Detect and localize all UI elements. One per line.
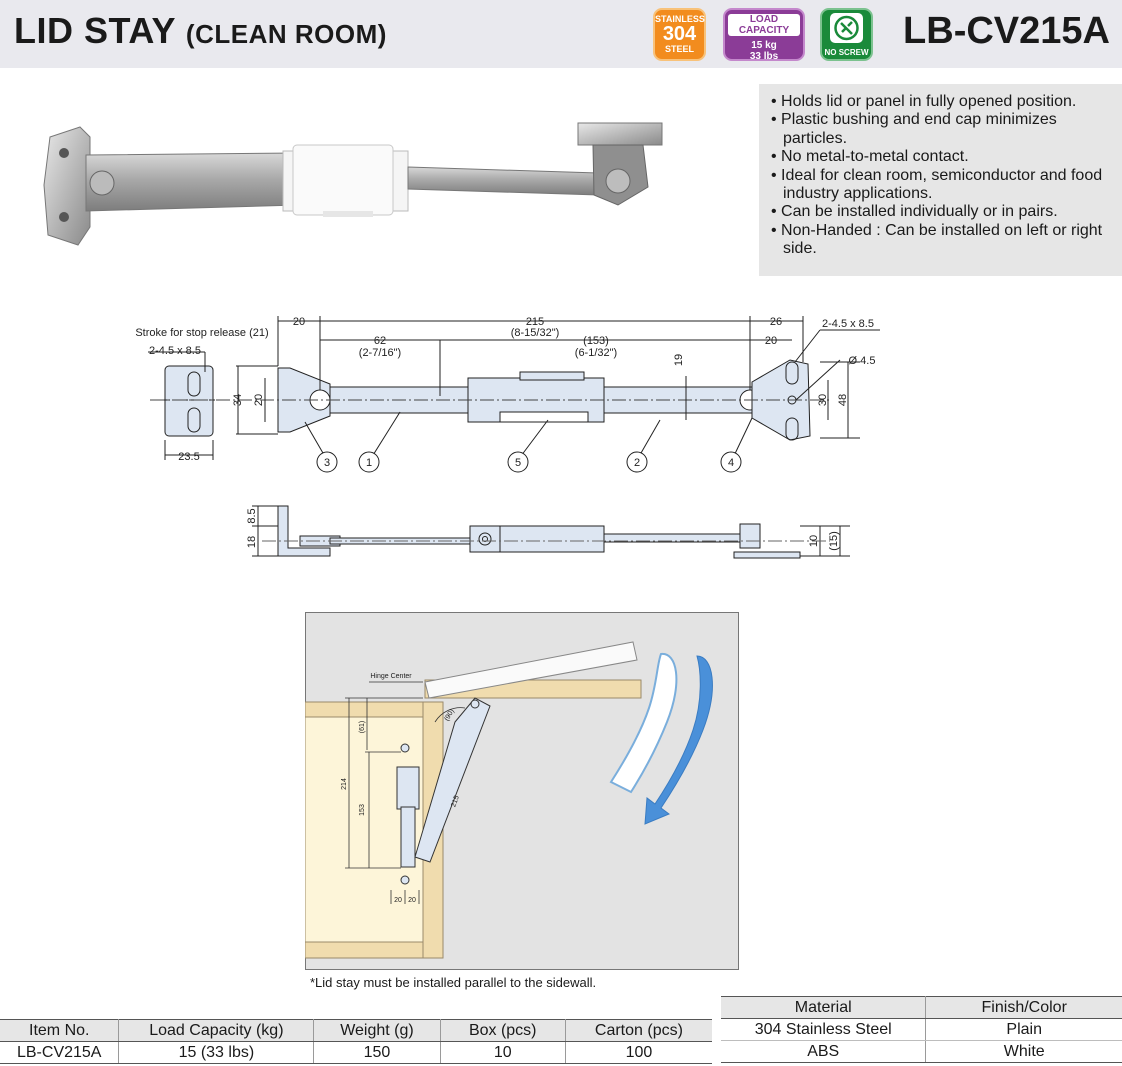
model-number: LB-CV215A <box>903 10 1110 52</box>
install-dim-214: 214 <box>341 778 348 790</box>
dim-23-5: 23.5 <box>178 451 199 463</box>
hinge-center-label: Hinge Center <box>370 673 412 680</box>
spec-table: Item No. Load Capacity (kg) Weight (g) B… <box>0 1019 712 1064</box>
install-dim-215: 215 <box>450 795 461 808</box>
load-capacity-badge: LOAD CAPACITY 15 kg 33 lbs <box>723 8 805 62</box>
dim-48: 48 <box>837 394 849 406</box>
material-table-header-row: Material Finish/Color <box>721 996 1122 1019</box>
badge-load-heading: LOAD CAPACITY <box>728 14 800 36</box>
header-bar <box>0 0 1122 68</box>
dim-215: 215 <box>526 316 544 328</box>
table-row: 304 Stainless Steel Plain <box>721 1018 1122 1041</box>
spec-table-header-row: Item No. Load Capacity (kg) Weight (g) B… <box>0 1019 712 1042</box>
install-dim-20-right: 20 <box>408 897 416 904</box>
dim-62: 62 <box>374 335 386 347</box>
feature-item: • No metal-to-metal contact. <box>771 148 969 166</box>
badge-steel-line2: 304 <box>662 23 697 45</box>
finish-cell: Plain <box>925 1018 1122 1041</box>
spec-cell-item: LB-CV215A <box>0 1041 120 1064</box>
installation-note: *Lid stay must be installed parallel to … <box>310 975 597 990</box>
installation-diagram: Hinge Center 214 153 (61) (90) 215 20 20 <box>305 612 739 970</box>
install-dim-20-left: 20 <box>394 897 402 904</box>
dim-62-in: (2-7/16") <box>359 347 401 359</box>
spec-header-box: Box (pcs) <box>440 1019 566 1042</box>
dim-18: 18 <box>246 536 258 548</box>
material-header-finish: Finish/Color <box>925 996 1122 1019</box>
features-panel: • Holds lid or panel in fully opened pos… <box>759 84 1122 276</box>
product-photo <box>43 122 663 246</box>
dim-153: (153) <box>583 335 609 347</box>
finish-cell: White <box>925 1040 1122 1063</box>
install-dim-61: (61) <box>359 721 366 733</box>
material-cell: 304 Stainless Steel <box>721 1018 927 1041</box>
dim-dia: Ø 4.5 <box>849 355 876 367</box>
feature-item: • Ideal for clean room, semiconductor an… <box>771 166 1103 203</box>
callout-3 <box>316 451 338 473</box>
callout-1 <box>358 451 380 473</box>
feature-item: • Plastic bushing and end cap minimizes … <box>771 111 1057 147</box>
right-slot-label: 2-4.5 x 8.5 <box>822 318 874 330</box>
feature-item: • Holds lid or panel in fully opened pos… <box>771 93 1077 110</box>
dim-215-in: (8-15/32") <box>511 327 560 339</box>
callout-2 <box>626 451 648 473</box>
stroke-label: Stroke for stop release (21) <box>135 327 268 339</box>
dim-34: 34 <box>232 394 244 406</box>
dim-20c: 20 <box>253 394 265 406</box>
dim-20b: 20 <box>765 335 777 347</box>
badge-steel-line1: STAINLESS <box>655 14 705 24</box>
stainless-steel-badge: STAINLESS 304 STEEL <box>653 8 706 61</box>
dim-20a: 20 <box>293 316 305 328</box>
dim-19: 19 <box>673 354 685 366</box>
table-row: LB-CV215A 15 (33 lbs) 150 10 100 <box>0 1041 712 1064</box>
install-dim-153: 153 <box>359 804 366 816</box>
callout-4 <box>720 451 742 473</box>
title-main: LID STAY <box>14 10 176 51</box>
closing-arrow-icon <box>609 652 713 825</box>
spec-header-item: Item No. <box>0 1019 120 1042</box>
dim-10: 10 <box>808 535 820 547</box>
dim-153-in: (6-1/32") <box>575 347 617 359</box>
material-header-material: Material <box>721 996 927 1019</box>
dim-30: 30 <box>817 394 829 406</box>
spec-cell-load: 15 (33 lbs) <box>118 1041 315 1064</box>
spec-header-load: Load Capacity (kg) <box>118 1019 315 1042</box>
page-title: LID STAY (CLEAN ROOM) <box>14 10 387 52</box>
callout-5-label: 5 <box>515 457 521 469</box>
no-screw-icon <box>830 13 863 43</box>
callout-1-label: 1 <box>366 457 372 469</box>
badge-load-lbs: 33 lbs <box>749 51 779 62</box>
left-slot-label: 2-4.5 x 8.5 <box>149 345 201 357</box>
callout-2-label: 2 <box>634 457 640 469</box>
feature-item: • Can be installed individually or in pa… <box>771 203 1058 221</box>
material-table: Material Finish/Color 304 Stainless Stee… <box>721 996 1122 1063</box>
features-list: • Holds lid or panel in fully opened pos… <box>771 93 1110 259</box>
feature-item: • Non-Handed : Can be installed on left … <box>771 221 1103 258</box>
callout-4-label: 4 <box>728 457 734 469</box>
dim-26: 26 <box>770 316 782 328</box>
badge-steel-line3: STEEL <box>664 44 694 54</box>
title-suffix: (CLEAN ROOM) <box>185 19 387 49</box>
material-cell: ABS <box>721 1040 927 1063</box>
spec-cell-carton: 100 <box>565 1041 712 1064</box>
table-row: ABS White <box>721 1040 1122 1063</box>
callout-3-label: 3 <box>324 457 330 469</box>
badge-load-kg: 15 kg <box>751 40 777 51</box>
dimension-drawing: 3 1 5 2 4 Stroke for stop release (21) 2… <box>135 316 880 559</box>
no-screw-badge: NO SCREW <box>820 8 873 61</box>
spec-cell-box: 10 <box>440 1041 566 1064</box>
dim-15: (15) <box>828 531 840 551</box>
callout-5 <box>507 451 529 473</box>
dim-8-5: 8.5 <box>246 508 258 523</box>
spec-header-carton: Carton (pcs) <box>565 1019 712 1042</box>
badge-screw-label: NO SCREW <box>824 48 869 57</box>
spec-header-weight: Weight (g) <box>313 1019 441 1042</box>
spec-cell-weight: 150 <box>313 1041 441 1064</box>
